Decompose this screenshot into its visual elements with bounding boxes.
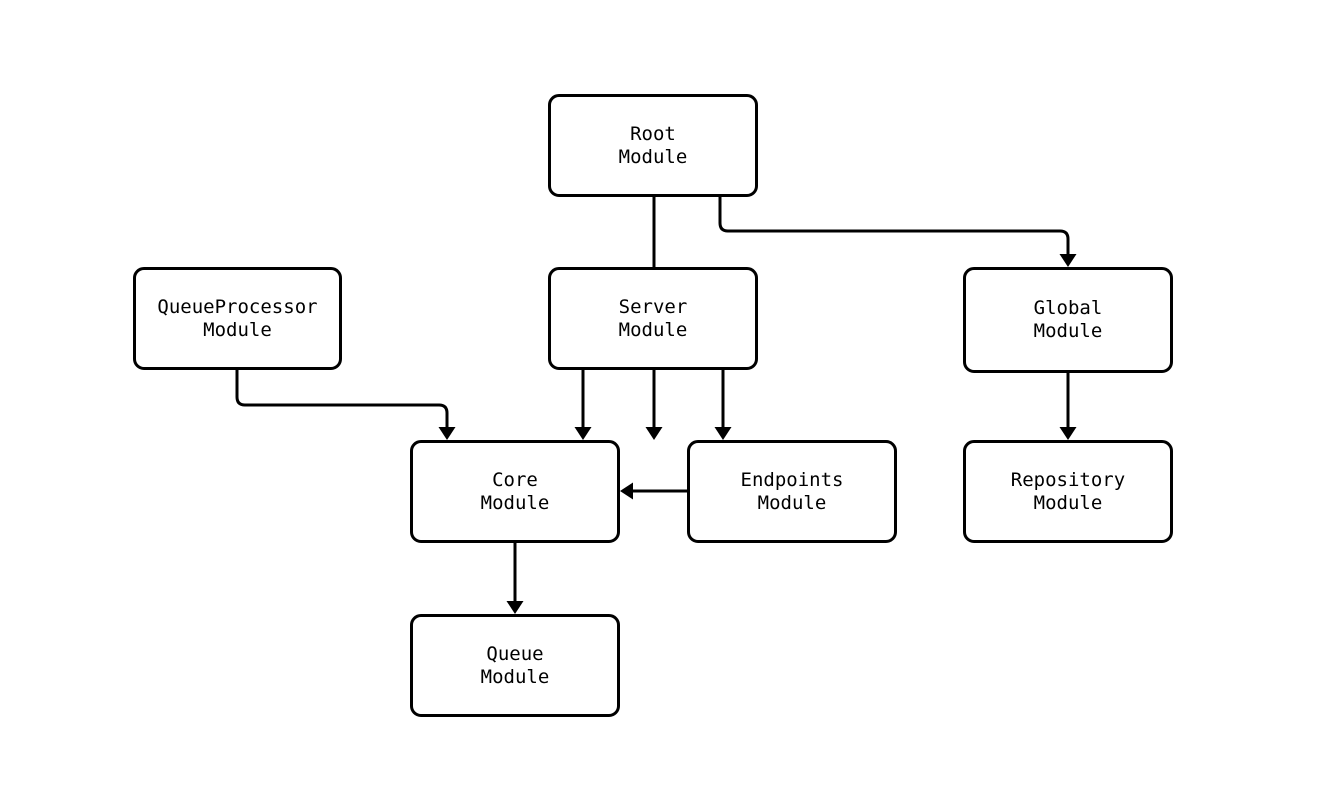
node-server[interactable]: Server Module [548, 267, 758, 370]
node-label-queue: Queue Module [480, 642, 550, 688]
node-label-core: Core Module [480, 468, 550, 514]
edge-root-to-global [718, 197, 1070, 259]
node-endpoints[interactable]: Endpoints Module [687, 440, 897, 543]
node-core[interactable]: Core Module [410, 440, 620, 543]
arrowhead-queueprocessor-to-core [438, 427, 456, 440]
arrowhead-server-to-endpoints [714, 427, 732, 440]
arrowhead-core-to-queue [506, 601, 524, 614]
node-label-server: Server Module [618, 295, 688, 341]
edge-queueprocessor-to-core [235, 370, 449, 432]
node-label-queueprocessor: QueueProcessor Module [157, 295, 318, 341]
arrowhead-endpoints-to-core [620, 482, 633, 500]
node-root[interactable]: Root Module [548, 94, 758, 197]
node-label-root: Root Module [618, 122, 688, 168]
node-label-endpoints: Endpoints Module [740, 468, 844, 514]
node-label-global: Global Module [1033, 297, 1103, 342]
arrowhead-global-to-repository [1059, 427, 1077, 440]
node-global[interactable]: Global Module [963, 267, 1173, 373]
node-label-repository: Repository Module [1010, 468, 1126, 514]
node-repository[interactable]: Repository Module [963, 440, 1173, 543]
node-queue[interactable]: Queue Module [410, 614, 620, 717]
arrowhead-root-to-global [1059, 254, 1077, 267]
node-queueprocessor[interactable]: QueueProcessor Module [133, 267, 342, 370]
arrowhead-server-to-core [574, 427, 592, 440]
arrowhead-root-to-server [645, 427, 663, 440]
